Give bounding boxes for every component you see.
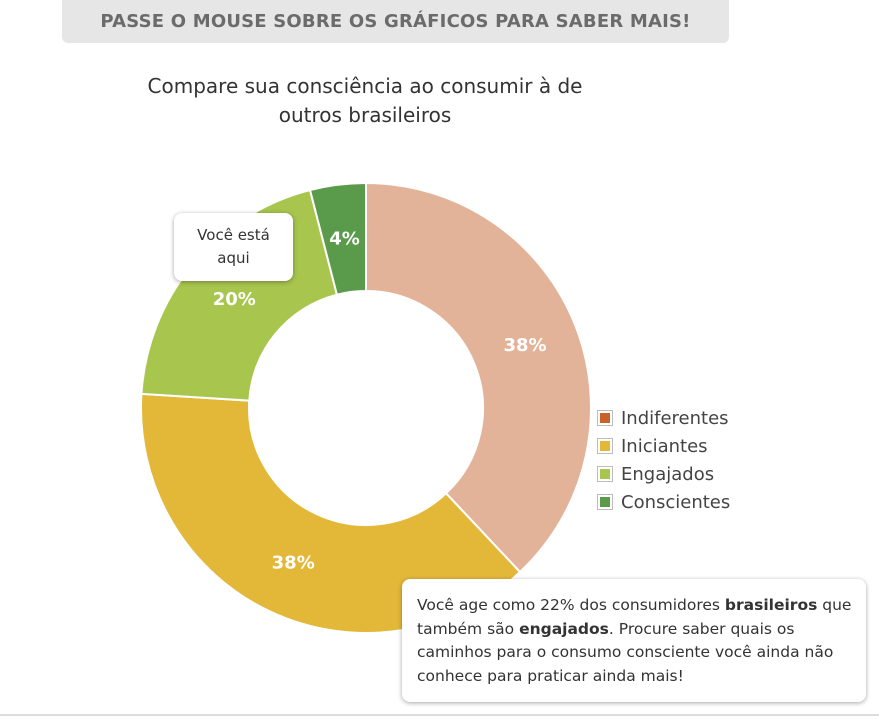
you-are-here-tooltip: Você está aqui: [174, 213, 293, 281]
legend-swatch: [597, 410, 613, 426]
data-label-indiferentes: 38%: [503, 335, 546, 356]
info-tooltip: Você age como 22% dos consumidores brasi…: [402, 579, 866, 702]
legend-item-indiferentes[interactable]: Indiferentes: [597, 404, 730, 432]
legend-item-engajados[interactable]: Engajados: [597, 460, 730, 488]
donut-slice-conscientes[interactable]: [308, 181, 367, 296]
legend-swatch: [597, 466, 613, 482]
legend-label: Iniciantes: [621, 435, 708, 457]
legend-label: Indiferentes: [621, 407, 729, 429]
data-label-conscientes: 4%: [329, 228, 360, 249]
legend-swatch: [597, 494, 613, 510]
hover-hint-banner: PASSE O MOUSE SOBRE OS GRÁFICOS PARA SAB…: [62, 0, 729, 43]
info-bold-1: brasileiros: [724, 596, 818, 614]
info-bold-2: engajados: [519, 619, 609, 638]
info-text-2: que também são: [417, 596, 852, 638]
you-are-here-line2: aqui: [217, 249, 250, 267]
legend-item-conscientes[interactable]: Conscientes: [597, 488, 731, 516]
donut-slice-iniciantes[interactable]: [140, 392, 522, 634]
data-label-engajados: 20%: [213, 289, 256, 310]
info-text-1: Você age como 22% dos consumidores: [417, 596, 725, 614]
you-are-here-line1: Você está: [197, 226, 270, 244]
chart-title: Compare sua consciência ao consumir à de…: [147, 74, 583, 127]
legend-item-iniciantes[interactable]: Iniciantes: [597, 432, 730, 460]
hover-hint-text: PASSE O MOUSE SOBRE OS GRÁFICOS PARA SAB…: [100, 11, 691, 32]
donut-slice-indiferentes[interactable]: [365, 181, 592, 574]
data-label-iniciantes: 38%: [272, 553, 315, 574]
info-text-3: . Procure saber quais os caminhos para o…: [417, 619, 834, 685]
legend-label: Conscientes: [621, 491, 731, 513]
legend-swatch: [597, 438, 613, 454]
legend-label: Engajados: [621, 463, 715, 485]
bottom-divider: [0, 714, 879, 716]
